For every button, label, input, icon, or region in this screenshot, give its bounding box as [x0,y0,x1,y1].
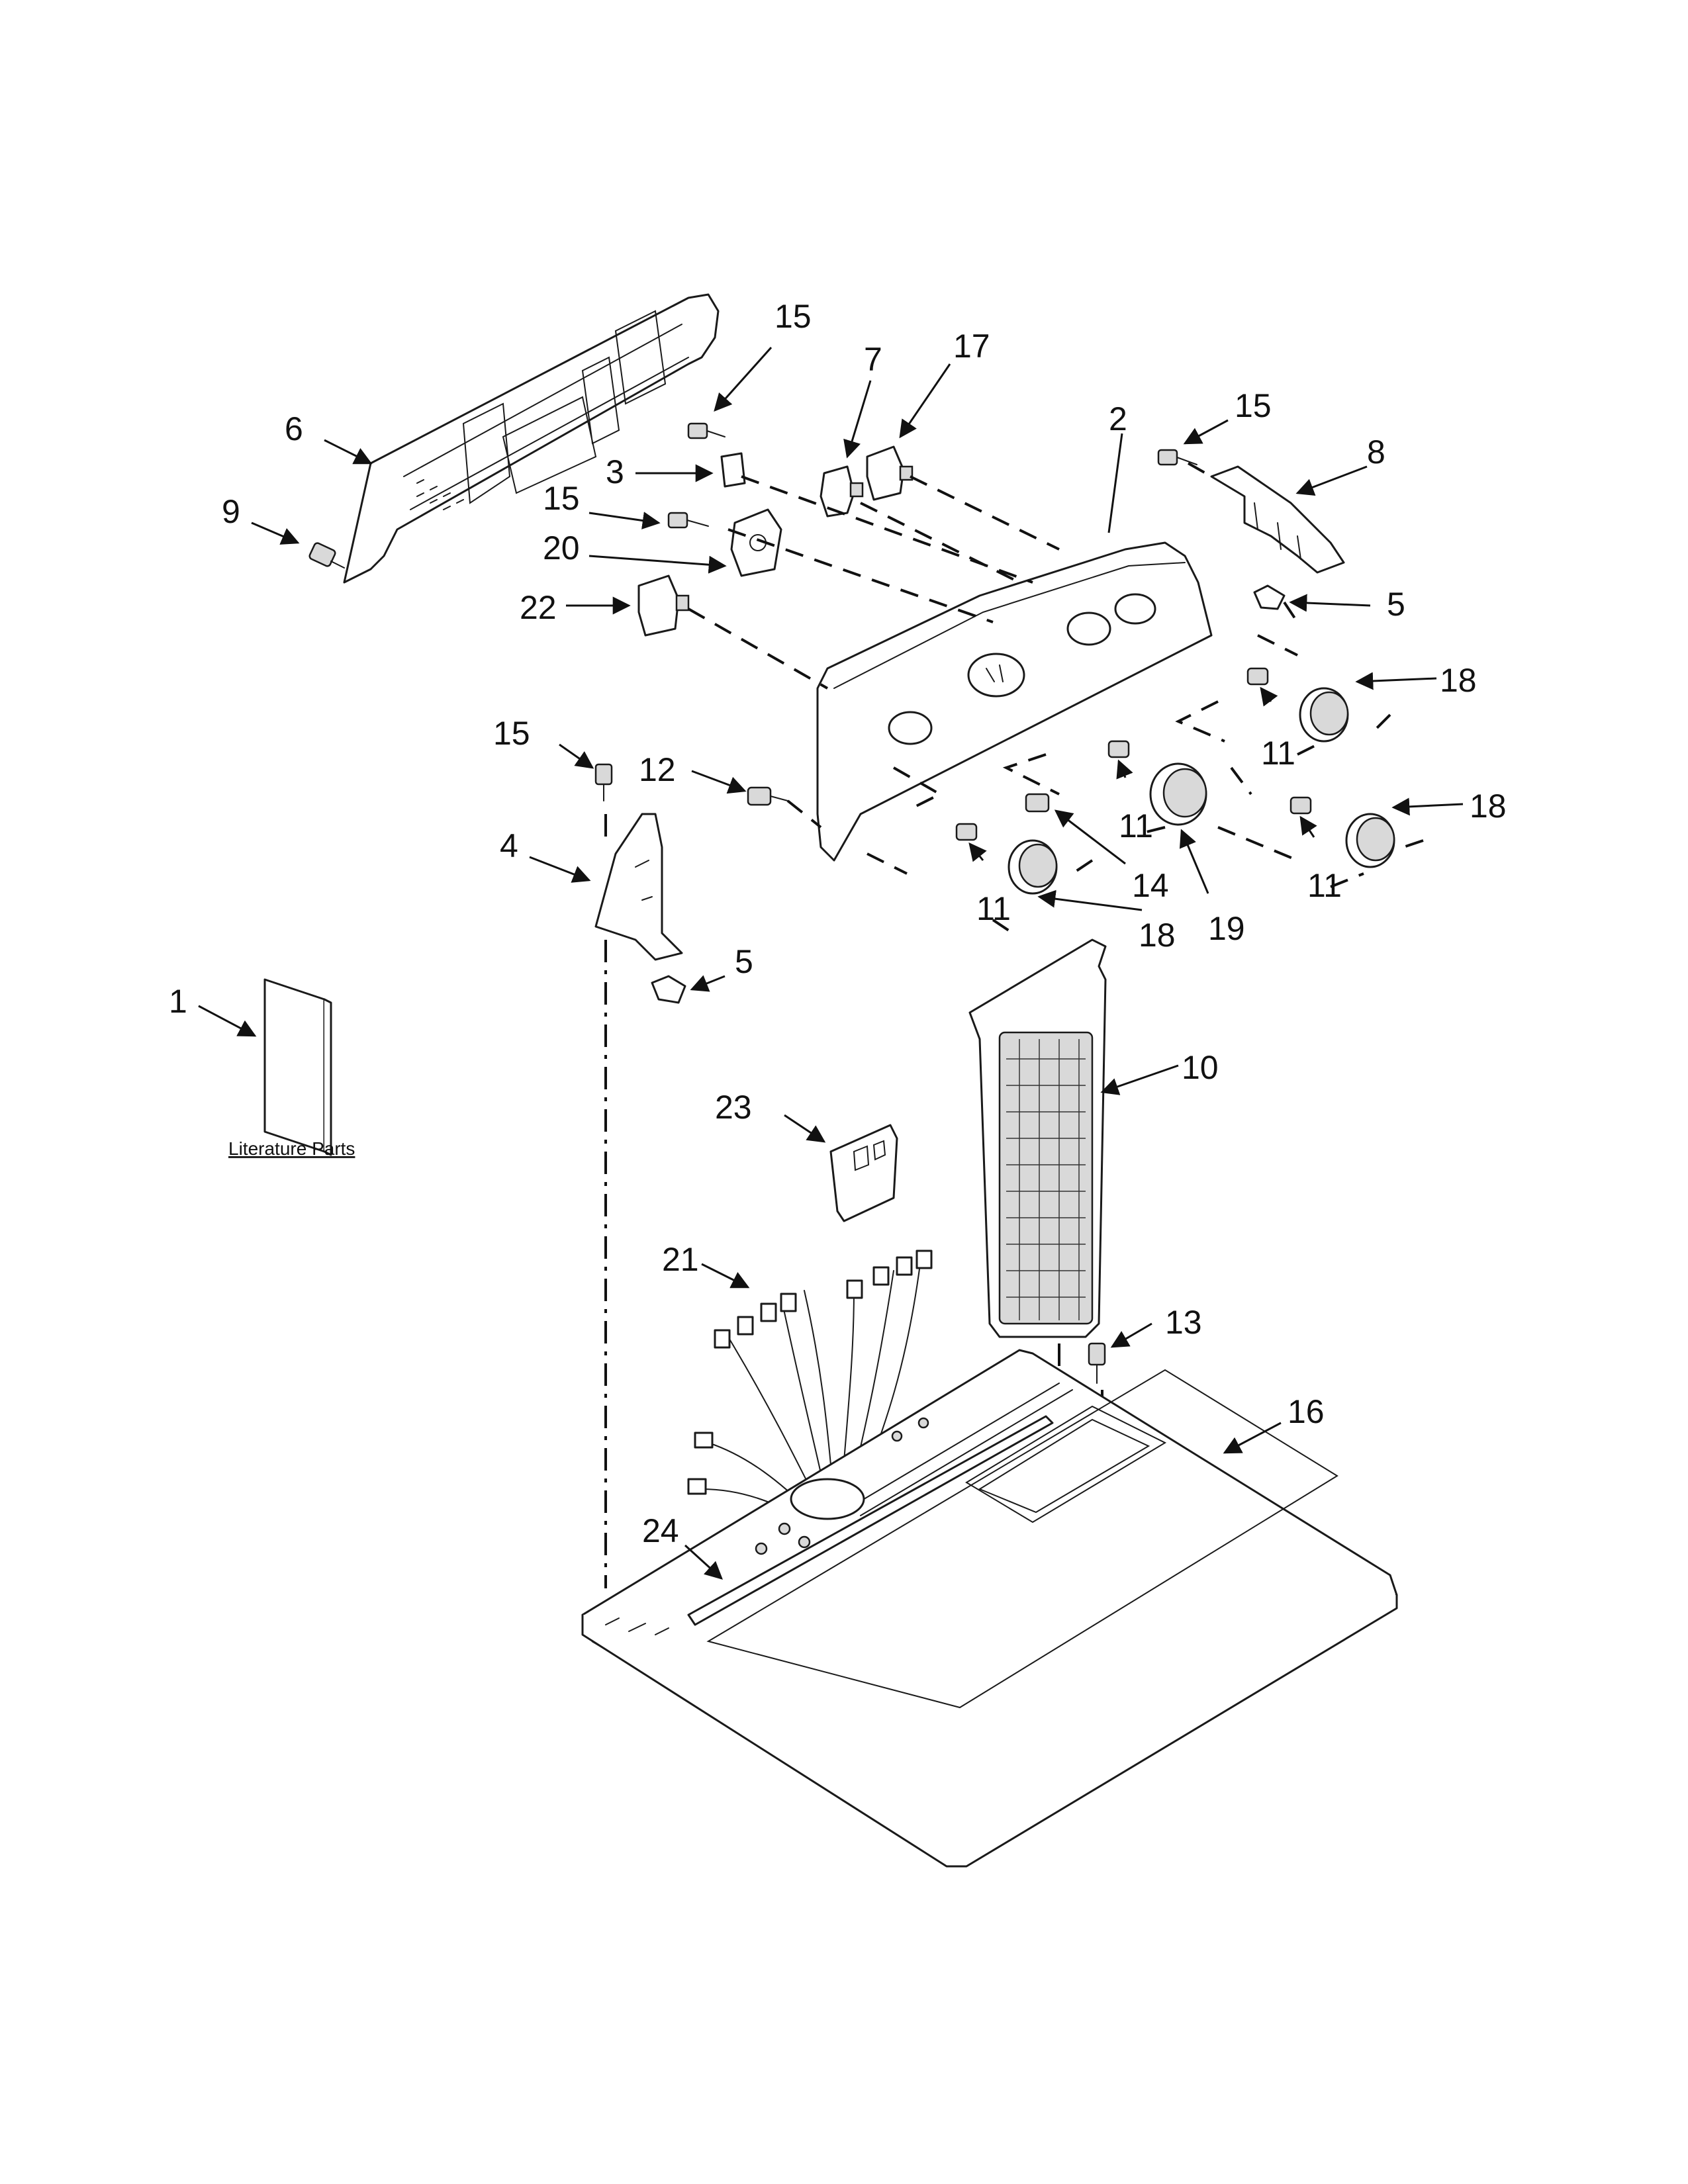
lint-screen-10 [968,938,1107,1338]
callout-2: 2 [1109,400,1127,437]
screw-15-middle [667,512,709,529]
screw-15-upper [687,422,726,439]
button-11-lower [955,823,978,841]
screw-15-left [594,763,613,801]
callout-23: 23 [715,1089,752,1126]
callout-1: 1 [169,983,187,1020]
side-bracket-4 [594,813,683,961]
callout-5-right: 5 [1387,586,1405,623]
callout-15-middle: 15 [543,480,580,517]
callout-24: 24 [642,1512,679,1549]
end-cap-8 [1210,465,1345,574]
timer-20 [730,508,782,577]
callout-8: 8 [1367,433,1385,471]
clip-3 [720,452,746,488]
callout-13: 13 [1165,1304,1202,1341]
top-panel-16 [581,1349,1398,1868]
callout-11-lower: 11 [976,890,1011,927]
callout-18-upper: 18 [1440,662,1477,699]
callout-12: 12 [639,751,676,788]
callout-3: 3 [606,453,624,490]
button-11-right [1289,796,1312,815]
screw-12 [747,786,788,806]
knob-bracket-right [1217,826,1424,888]
button-11-upper [1246,667,1269,686]
seal-strip-24 [687,1415,1054,1626]
screw-15-right [1157,449,1197,466]
callout-22: 22 [520,589,557,626]
callout-17: 17 [953,328,990,365]
wire-harness-21 [687,1250,933,1523]
screw-12-line [786,799,822,829]
callout-7: 7 [864,341,882,378]
callout-14: 14 [1132,867,1169,904]
assembly-lines-top [688,462,1299,690]
callout-10: 10 [1182,1049,1219,1086]
callout-9: 9 [222,493,240,530]
callout-15-left: 15 [493,715,530,752]
knob-18-upper [1299,687,1349,743]
callout-19: 19 [1208,910,1245,947]
callout-6: 6 [285,410,303,447]
knob-18-right [1345,813,1395,868]
knob-18-lower [1008,839,1058,895]
screw-14 [1025,793,1050,813]
screw-9 [308,542,345,569]
callout-16: 16 [1288,1393,1325,1430]
button-11-center [1107,740,1130,758]
knob-bracket-center [1002,753,1252,835]
screw-13 [1088,1342,1106,1384]
callout-11-right: 11 [1307,867,1342,904]
console-2 [816,541,1213,862]
callout-5-left: 5 [735,943,753,980]
literature-parts-label: Literature Parts [228,1138,355,1159]
callout-15-right: 15 [1235,387,1272,424]
literature-booklet-1 [263,978,332,1156]
leader-lines [198,346,1464,1580]
control-board-23 [829,1124,898,1222]
knob-bracket-upper [1175,634,1391,756]
switch-17 [866,445,914,501]
clip-5-left [651,975,686,1004]
callout-21: 21 [662,1241,699,1278]
switch-22 [637,574,690,637]
rear-console-panel [343,293,720,584]
callout-15-upper: 15 [774,298,812,335]
callout-18-right: 18 [1470,788,1507,825]
callout-20: 20 [543,529,580,567]
clip-5-right [1253,584,1286,610]
callout-11-upper: 11 [1261,735,1295,772]
callout-4: 4 [500,827,518,864]
callout-11-center: 11 [1119,807,1153,844]
switch-7 [820,465,864,518]
knob-19-center [1149,762,1207,826]
callout-18-lower: 18 [1139,917,1176,954]
